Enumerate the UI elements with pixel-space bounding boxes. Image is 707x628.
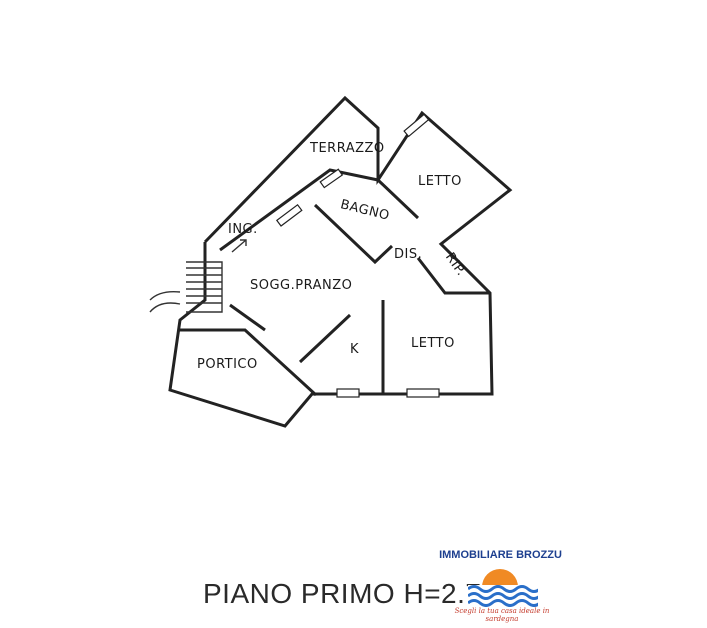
staircase [149, 261, 223, 313]
plan-title: PIANO PRIMO H=2.70 [203, 578, 498, 609]
storage-wall [416, 257, 490, 295]
bathroom-wall [313, 203, 394, 265]
room-label-letto-1: LETTO [418, 174, 462, 189]
portico-wall [178, 328, 318, 397]
window [403, 113, 430, 138]
room-label-cucina: K [350, 342, 359, 357]
room-label-bagno: BAGNO [339, 197, 391, 224]
window [336, 388, 360, 398]
agency-name: IMMOBILIARE BROZZU [439, 549, 562, 561]
agency-tagline: Scegli la tua casa ideale in sardegna [454, 607, 550, 623]
living-wall [229, 303, 266, 332]
room-label-letto-2: LETTO [411, 336, 455, 351]
room-label-soggiorno-pranzo: SOGG.PRANZO [250, 278, 352, 293]
window [406, 388, 440, 398]
room-label-ingresso: ING. [228, 222, 258, 237]
sun-waves-icon [468, 569, 538, 607]
window [275, 203, 303, 227]
room-label-disimpegno: DIS. [394, 247, 422, 262]
bathroom-wall-right [376, 178, 420, 220]
room-label-portico: PORTICO [197, 357, 258, 372]
room-label-ripostiglio: RIP. [442, 250, 469, 279]
agency-logo: IMMOBILIARE BROZZU Scegli la tua casa id… [438, 545, 563, 625]
window [319, 168, 344, 189]
entry-wall [219, 168, 379, 252]
kitchen-wall [298, 313, 352, 364]
entry-arrow-icon [231, 239, 247, 253]
room-label-terrazzo: TERRAZZO [309, 141, 385, 156]
